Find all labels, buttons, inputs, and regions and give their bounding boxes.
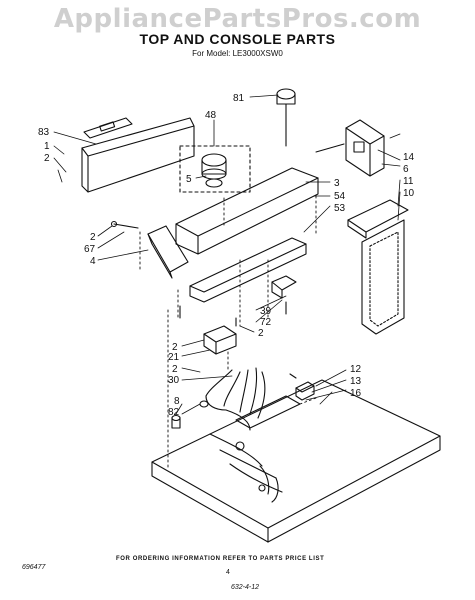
callout-16: 16 — [350, 388, 362, 399]
callout-30: 30 — [168, 375, 180, 386]
page-title: TOP AND CONSOLE PARTS — [139, 31, 336, 47]
switch-12 — [295, 381, 315, 401]
knob-81 — [276, 88, 296, 100]
page-number: 4 — [226, 569, 230, 576]
callout-2-top-left: 2 — [44, 153, 50, 164]
callout-48: 48 — [205, 110, 217, 121]
callout-39: 39 — [260, 306, 272, 317]
callout-10: 10 — [403, 188, 415, 199]
callout-2-center: 2 — [258, 328, 264, 339]
callout-53: 53 — [334, 203, 346, 214]
revision-number: 632-4-12 — [231, 584, 260, 591]
lint-filter-cover — [347, 199, 409, 233]
callout-14: 14 — [403, 152, 415, 163]
timer-knob — [201, 153, 227, 167]
callout-3: 3 — [334, 178, 340, 189]
ordering-footer: FOR ORDERING INFORMATION REFER TO PARTS … — [116, 556, 325, 562]
callout-54: 54 — [334, 191, 346, 202]
callout-13: 13 — [350, 376, 362, 387]
watermark-logo: AppliancePartsPros.com — [53, 4, 422, 34]
callout-11: 11 — [403, 176, 414, 187]
callout-2-left: 2 — [90, 232, 96, 243]
console-panel — [175, 167, 319, 255]
model-subtitle: For Model: LE3000XSW0 — [192, 49, 283, 58]
callout-82: 82 — [168, 407, 180, 418]
callout-4: 4 — [90, 256, 96, 267]
timer-box — [179, 145, 251, 193]
console-end-bracket-right — [345, 119, 385, 177]
callout-83: 83 — [38, 127, 50, 138]
callout-1: 1 — [44, 141, 50, 152]
callout-67: 67 — [84, 244, 96, 255]
callout-2-mid: 2 — [172, 342, 178, 353]
top-panel-front-edge — [151, 461, 269, 543]
callout-12: 12 — [350, 364, 362, 375]
bracket-83 — [83, 117, 133, 139]
callout-2-lower: 2 — [172, 364, 178, 375]
callout-8: 8 — [174, 396, 180, 407]
callout-72: 72 — [260, 317, 272, 328]
end-cap-left — [147, 225, 189, 273]
console-end-bracket-left — [81, 117, 195, 193]
top-panel-opening — [235, 395, 301, 429]
callout-81: 81 — [233, 93, 245, 104]
callout-6: 6 — [403, 164, 409, 175]
part-82 — [199, 400, 209, 408]
document-number: 696477 — [22, 564, 46, 571]
callout-21: 21 — [168, 352, 180, 363]
bracket-39 — [271, 275, 297, 291]
console-rail — [189, 237, 307, 303]
wire-harness — [205, 367, 283, 503]
callout-5: 5 — [186, 174, 192, 185]
lint-filter-screen — [361, 219, 405, 335]
switch-21 — [203, 325, 237, 355]
